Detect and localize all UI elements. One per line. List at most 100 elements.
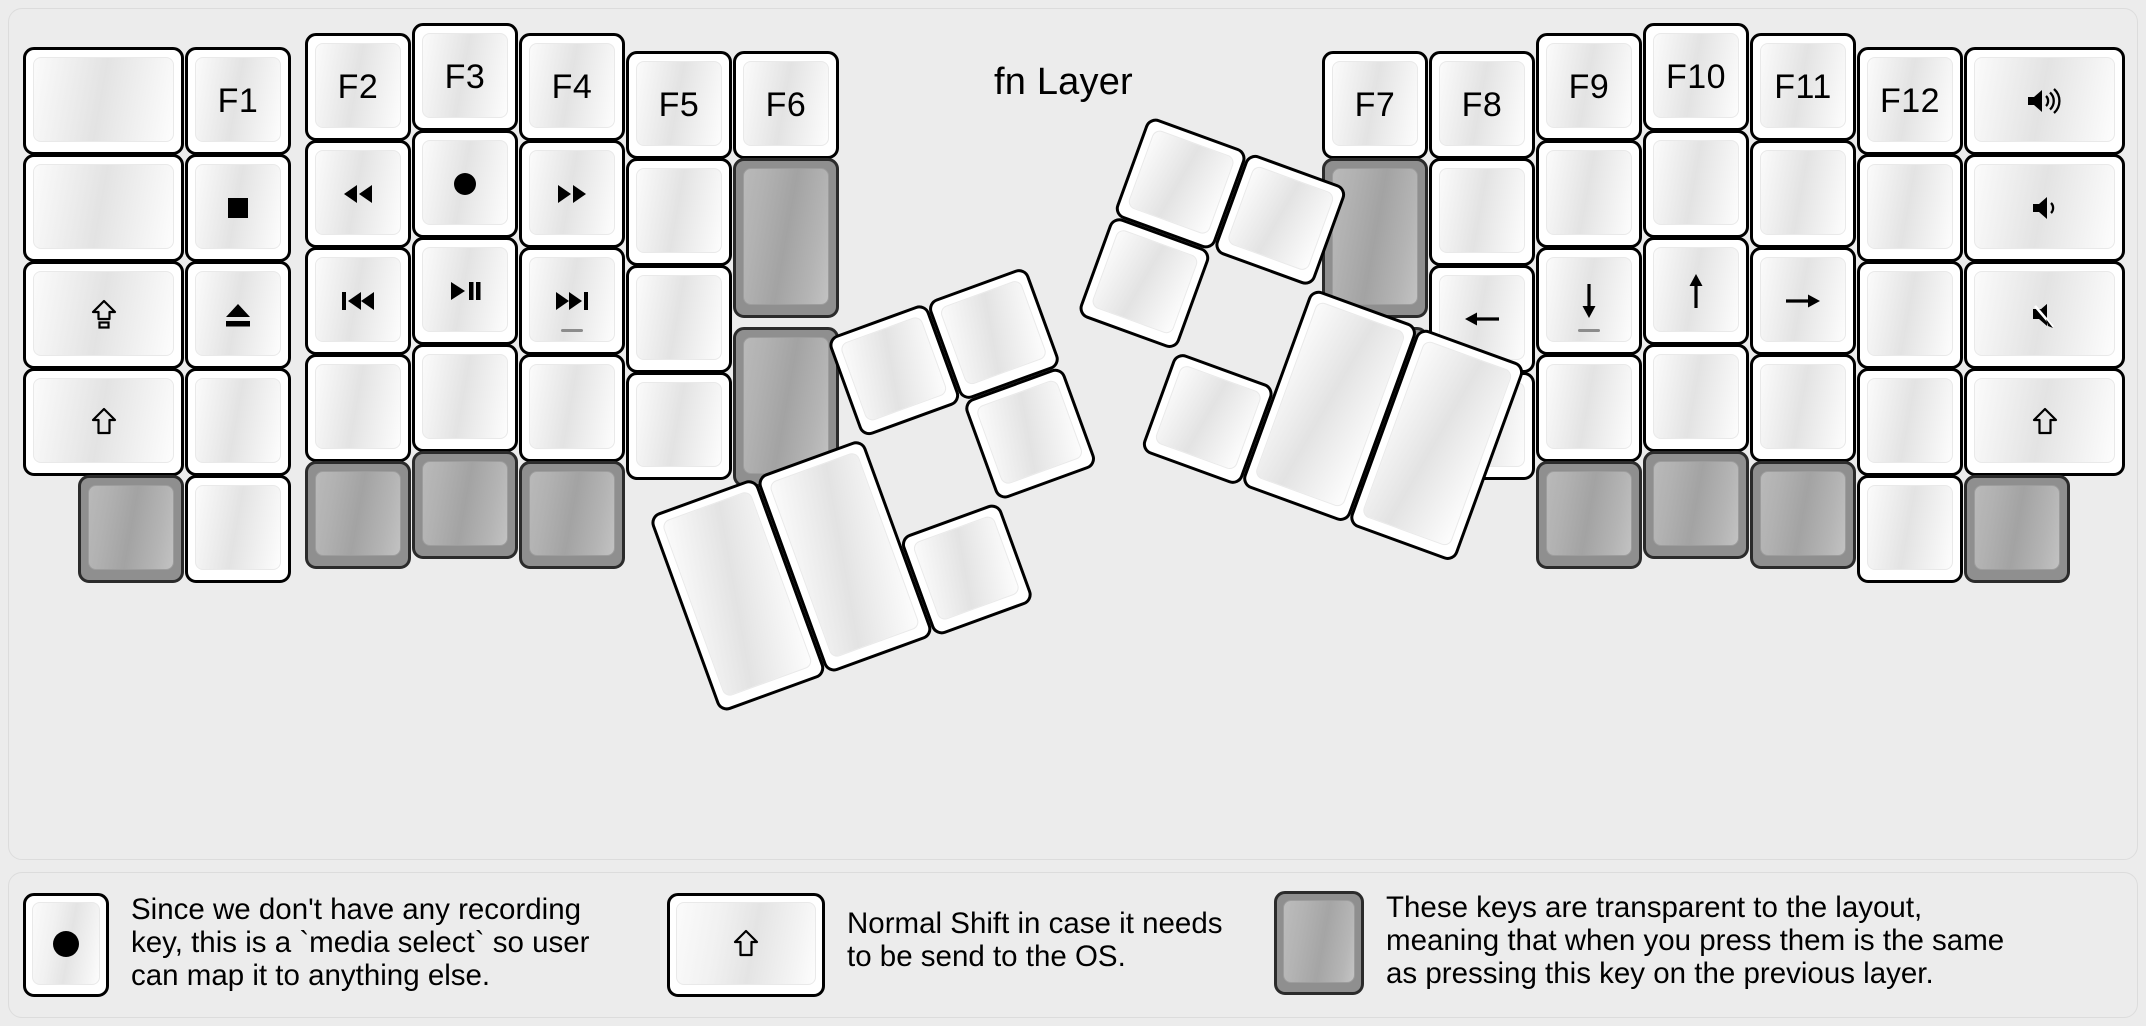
key-right-f9-col-r5-transparent[interactable]	[1536, 461, 1642, 569]
key-right-f10-col-r2[interactable]	[1643, 130, 1749, 238]
key-left-f6[interactable]: F6	[733, 51, 839, 159]
keycap-face	[529, 364, 615, 449]
key-left-f3-col-r3-play-pause[interactable]	[412, 237, 518, 345]
key-left-f3-col-r5-transparent[interactable]	[412, 451, 518, 559]
keycap-face	[636, 168, 722, 253]
homing-bar	[561, 329, 583, 332]
key-right-f9[interactable]: F9	[1536, 33, 1642, 141]
keycap-face	[1332, 168, 1418, 305]
key-left-f3[interactable]: F3	[412, 23, 518, 131]
keycap-face	[1226, 164, 1336, 273]
key-left-f5[interactable]: F5	[626, 51, 732, 159]
key-left-f5-col-r3[interactable]	[626, 265, 732, 373]
key-left-outer-r2[interactable]	[23, 154, 184, 262]
key-left-f4-col-r5-transparent[interactable]	[519, 461, 625, 569]
key-right-f10-col-r5-transparent[interactable]	[1643, 451, 1749, 559]
key-left-f1[interactable]: F1	[185, 47, 291, 155]
keycap-face	[839, 315, 949, 423]
key-right-f11-col-r5-transparent[interactable]	[1750, 461, 1856, 569]
keycap-face	[33, 164, 174, 249]
keycap-face	[1760, 471, 1846, 556]
keycap-face	[422, 354, 508, 439]
key-left-outer-r5-transparent[interactable]	[78, 475, 184, 583]
key-left-f4[interactable]: F4	[519, 33, 625, 141]
keycap-face	[636, 382, 722, 467]
keycap-face	[195, 164, 281, 249]
legend-item-shift: Normal Shift in case it needs to be send…	[667, 893, 1222, 997]
keycap-face	[1653, 354, 1739, 439]
key-left-f2-col-r4[interactable]	[305, 354, 411, 462]
key-left-f5-col-r4[interactable]	[626, 372, 732, 480]
key-left-f1-col-r5[interactable]	[185, 475, 291, 583]
key-right-outer-r1-volume-up[interactable]	[1964, 47, 2125, 155]
key-left-outer-r3-capslock[interactable]	[23, 261, 184, 369]
key-right-outer-r2-volume-down[interactable]	[1964, 154, 2125, 262]
key-right-f12-col-r2[interactable]	[1857, 154, 1963, 262]
keycap-face	[743, 337, 829, 474]
keycap-face	[1546, 364, 1632, 449]
key-right-f8[interactable]: F8	[1429, 51, 1535, 159]
keycap-face	[743, 61, 829, 146]
key-right-outer-r3-volume-mute[interactable]	[1964, 261, 2125, 369]
key-right-f9-col-r4[interactable]	[1536, 354, 1642, 462]
key-left-f1-col-r3-eject[interactable]	[185, 261, 291, 369]
key-left-f2[interactable]: F2	[305, 33, 411, 141]
key-right-f12-col-r5[interactable]	[1857, 475, 1963, 583]
keycap-face	[195, 378, 281, 463]
keycap-face	[1760, 257, 1846, 342]
page-title: fn Layer	[994, 61, 1133, 103]
key-right-f11-col-r2[interactable]	[1750, 140, 1856, 248]
keycap-face	[315, 43, 401, 128]
keycap-face	[1332, 61, 1418, 146]
keycap-face	[1126, 128, 1236, 236]
key-left-f4-col-r2-fast-forward[interactable]	[519, 140, 625, 248]
keycap-face	[1283, 900, 1355, 983]
key-right-f7[interactable]: F7	[1322, 51, 1428, 159]
legend-text-transparent: These keys are transparent to the layout…	[1386, 891, 2005, 991]
legend-key-record	[23, 893, 109, 997]
keycap-face	[315, 364, 401, 449]
key-left-f2-col-r3-previous[interactable]	[305, 247, 411, 355]
key-right-f10[interactable]: F10	[1643, 23, 1749, 131]
keycap-face	[529, 43, 615, 128]
keyboard-panel: fn Layer	[8, 8, 2138, 860]
keycap-face	[1974, 271, 2115, 356]
key-right-f12-col-r4[interactable]	[1857, 368, 1963, 476]
key-left-f2-col-r5-transparent[interactable]	[305, 461, 411, 569]
key-right-f12[interactable]: F12	[1857, 47, 1963, 155]
keycap-face	[676, 902, 816, 985]
key-right-outer-r4-shift[interactable]	[1964, 368, 2125, 476]
key-left-f3-col-r2-record[interactable]	[412, 130, 518, 238]
key-left-f3-col-r4[interactable]	[412, 344, 518, 452]
keycap-face	[1760, 364, 1846, 449]
key-left-f2-col-r2-rewind[interactable]	[305, 140, 411, 248]
key-right-f8-col-r2[interactable]	[1429, 158, 1535, 266]
key-left-f1-col-r4[interactable]	[185, 368, 291, 476]
key-right-f9-col-r2[interactable]	[1536, 140, 1642, 248]
key-right-f11-col-r4[interactable]	[1750, 354, 1856, 462]
keycap-face	[743, 168, 829, 305]
key-right-f10-col-r4[interactable]	[1643, 344, 1749, 452]
keycap-face	[1439, 61, 1525, 146]
key-left-f4-col-r3-next[interactable]	[519, 247, 625, 355]
keycap-face	[195, 271, 281, 356]
key-right-f9-col-r3-arrow-down[interactable]	[1536, 247, 1642, 355]
key-right-f10-col-r3-arrow-up[interactable]	[1643, 237, 1749, 345]
keycap-face	[33, 271, 174, 356]
keycap-face	[195, 57, 281, 142]
keycap-face	[636, 275, 722, 360]
keycap-face	[1974, 164, 2115, 249]
key-left-f6-col-r2-transparent-tall[interactable]	[733, 158, 839, 318]
legend-text-record: Since we don't have any recording key, t…	[131, 893, 590, 993]
key-left-outer-r1[interactable]	[23, 47, 184, 155]
keycap-face	[315, 471, 401, 556]
key-left-outer-r4-shift[interactable]	[23, 368, 184, 476]
key-right-f11-col-r3-arrow-right[interactable]	[1750, 247, 1856, 355]
key-left-f1-col-r2-stop[interactable]	[185, 154, 291, 262]
key-left-f5-col-r2[interactable]	[626, 158, 732, 266]
key-left-f4-col-r4[interactable]	[519, 354, 625, 462]
key-right-outer-r5-transparent[interactable]	[1964, 475, 2070, 583]
key-right-f11[interactable]: F11	[1750, 33, 1856, 141]
key-right-f12-col-r3[interactable]	[1857, 261, 1963, 369]
keycap-face	[315, 150, 401, 235]
